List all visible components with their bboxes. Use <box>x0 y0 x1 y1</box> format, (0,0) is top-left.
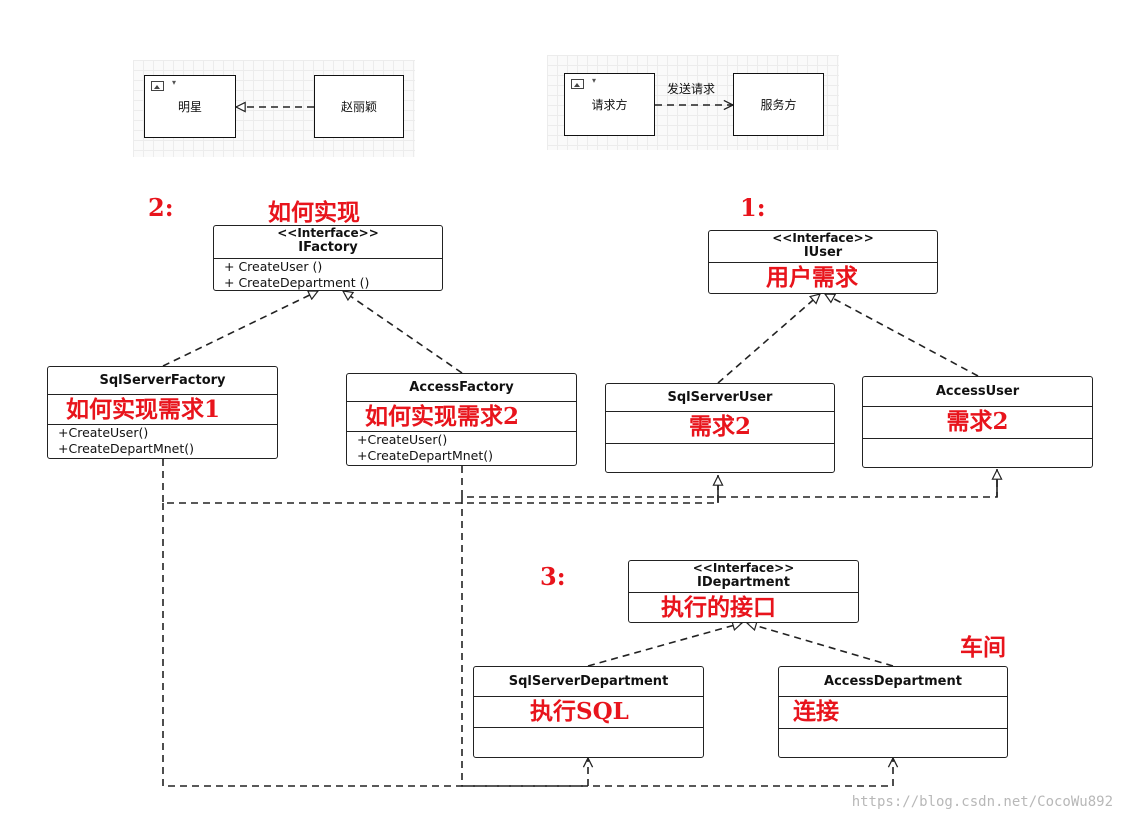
sqlserverfactory-creates-departments <box>162 503 588 787</box>
class-name: IUser <box>803 245 843 260</box>
accessuser-class: AccessUser 需求2 <box>862 376 1093 468</box>
class-name: SqlServerFactory <box>48 367 277 395</box>
section-3-number: 3: <box>540 562 566 591</box>
legend-dependency-target-label: 明星 <box>177 100 202 114</box>
class-name: IDepartment <box>697 575 790 590</box>
legend-request-source-label: 请求方 <box>591 98 628 112</box>
class-name: IFactory <box>298 240 358 255</box>
sqlserverfactory-class: SqlServerFactory 如何实现需求1 +CreateUser() +… <box>47 366 278 459</box>
accessfactory-realizes-ifactory <box>343 291 463 374</box>
legend-request-target-label: 服务方 <box>760 98 797 112</box>
legend-star-box: ▾ 明星 <box>144 75 236 138</box>
section-3-note: 车间 <box>960 634 1006 661</box>
legend-actress-box: 赵丽颖 <box>314 75 404 138</box>
stereotype-label: <<Interface>> <box>692 561 795 575</box>
ifactory-class: <<Interface>> IFactory + CreateUser () +… <box>213 225 443 291</box>
operation: +CreateUser() <box>357 432 448 447</box>
accessfactory-creates-departments <box>461 497 893 787</box>
accessfactory-class: AccessFactory 如何实现需求2 +CreateUser() +Cre… <box>346 373 577 466</box>
section-1-number: 1: <box>740 193 766 222</box>
legend-requester-box: ▾ 请求方 <box>564 73 655 136</box>
class-name: SqlServerDepartment <box>474 667 703 697</box>
caret-down-icon: ▾ <box>592 76 597 85</box>
section-2-number: 2: <box>148 193 174 222</box>
class-note: 执行SQL <box>530 698 629 725</box>
class-note: 需求2 <box>946 408 1009 435</box>
operation: +CreateDepartMnet() <box>357 448 494 463</box>
sqlserverfactory-realizes-ifactory <box>162 291 318 367</box>
caret-down-icon: ▾ <box>172 78 177 87</box>
operation: + CreateUser () <box>224 259 323 274</box>
section-2-note: 如何实现 <box>268 199 360 226</box>
class-note: 连接 <box>793 698 839 725</box>
image-icon <box>571 79 584 89</box>
stereotype-label: <<Interface>> <box>772 231 874 245</box>
legend-provider-box: 服务方 <box>733 73 824 136</box>
class-note: 如何实现需求2 <box>365 403 520 430</box>
accessuser-realizes-iuser <box>825 293 979 377</box>
class-note: 用户需求 <box>766 264 858 291</box>
accessdepartment-realizes-idepartment <box>747 623 894 667</box>
class-note: 执行的接口 <box>661 594 776 621</box>
class-name: AccessDepartment <box>779 667 1007 697</box>
class-note: 需求2 <box>688 413 751 440</box>
legend-dependency-source-label: 赵丽颖 <box>340 100 377 114</box>
class-name: AccessFactory <box>347 374 576 402</box>
operation: + CreateDepartment () <box>224 275 370 290</box>
image-icon <box>151 81 164 91</box>
sqlserveruser-class: SqlServerUser 需求2 <box>605 383 835 473</box>
operation: +CreateUser() <box>58 425 149 440</box>
iuser-class: <<Interface>> IUser 用户需求 <box>708 230 938 294</box>
sqlserverdepartment-class: SqlServerDepartment 执行SQL <box>473 666 704 758</box>
class-name: SqlServerUser <box>606 384 834 412</box>
sqlserveruser-realizes-iuser <box>717 294 820 384</box>
sqlserverdepartment-realizes-idepartment <box>587 623 742 667</box>
class-name: AccessUser <box>863 377 1092 407</box>
watermark-text: https://blog.csdn.net/CocoWu892 <box>851 794 1113 810</box>
stereotype-label: <<Interface>> <box>277 226 379 240</box>
idepartment-class: <<Interface>> IDepartment 执行的接口 <box>628 560 859 623</box>
operation: +CreateDepartMnet() <box>58 441 195 456</box>
class-note: 如何实现需求1 <box>66 396 221 423</box>
accessdepartment-class: AccessDepartment 连接 <box>778 666 1008 758</box>
legend-request-label: 发送请求 <box>667 82 716 96</box>
